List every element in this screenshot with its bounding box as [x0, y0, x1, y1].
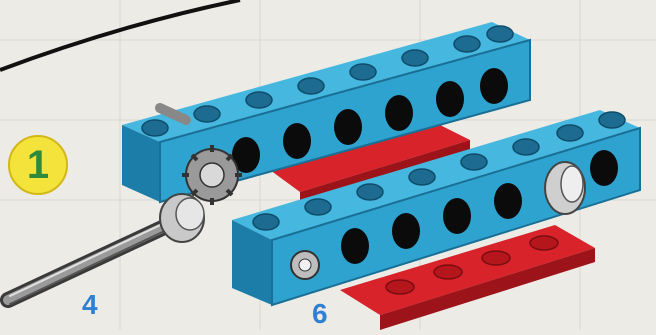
- axle-length-label: 4: [82, 289, 98, 321]
- bushing-right: [545, 162, 585, 214]
- step-number: 1: [27, 143, 49, 188]
- beam-length-label: 6: [312, 298, 328, 330]
- bushing-left: [160, 194, 204, 242]
- gear-small: [291, 251, 319, 279]
- step-number-badge: 1: [8, 135, 68, 195]
